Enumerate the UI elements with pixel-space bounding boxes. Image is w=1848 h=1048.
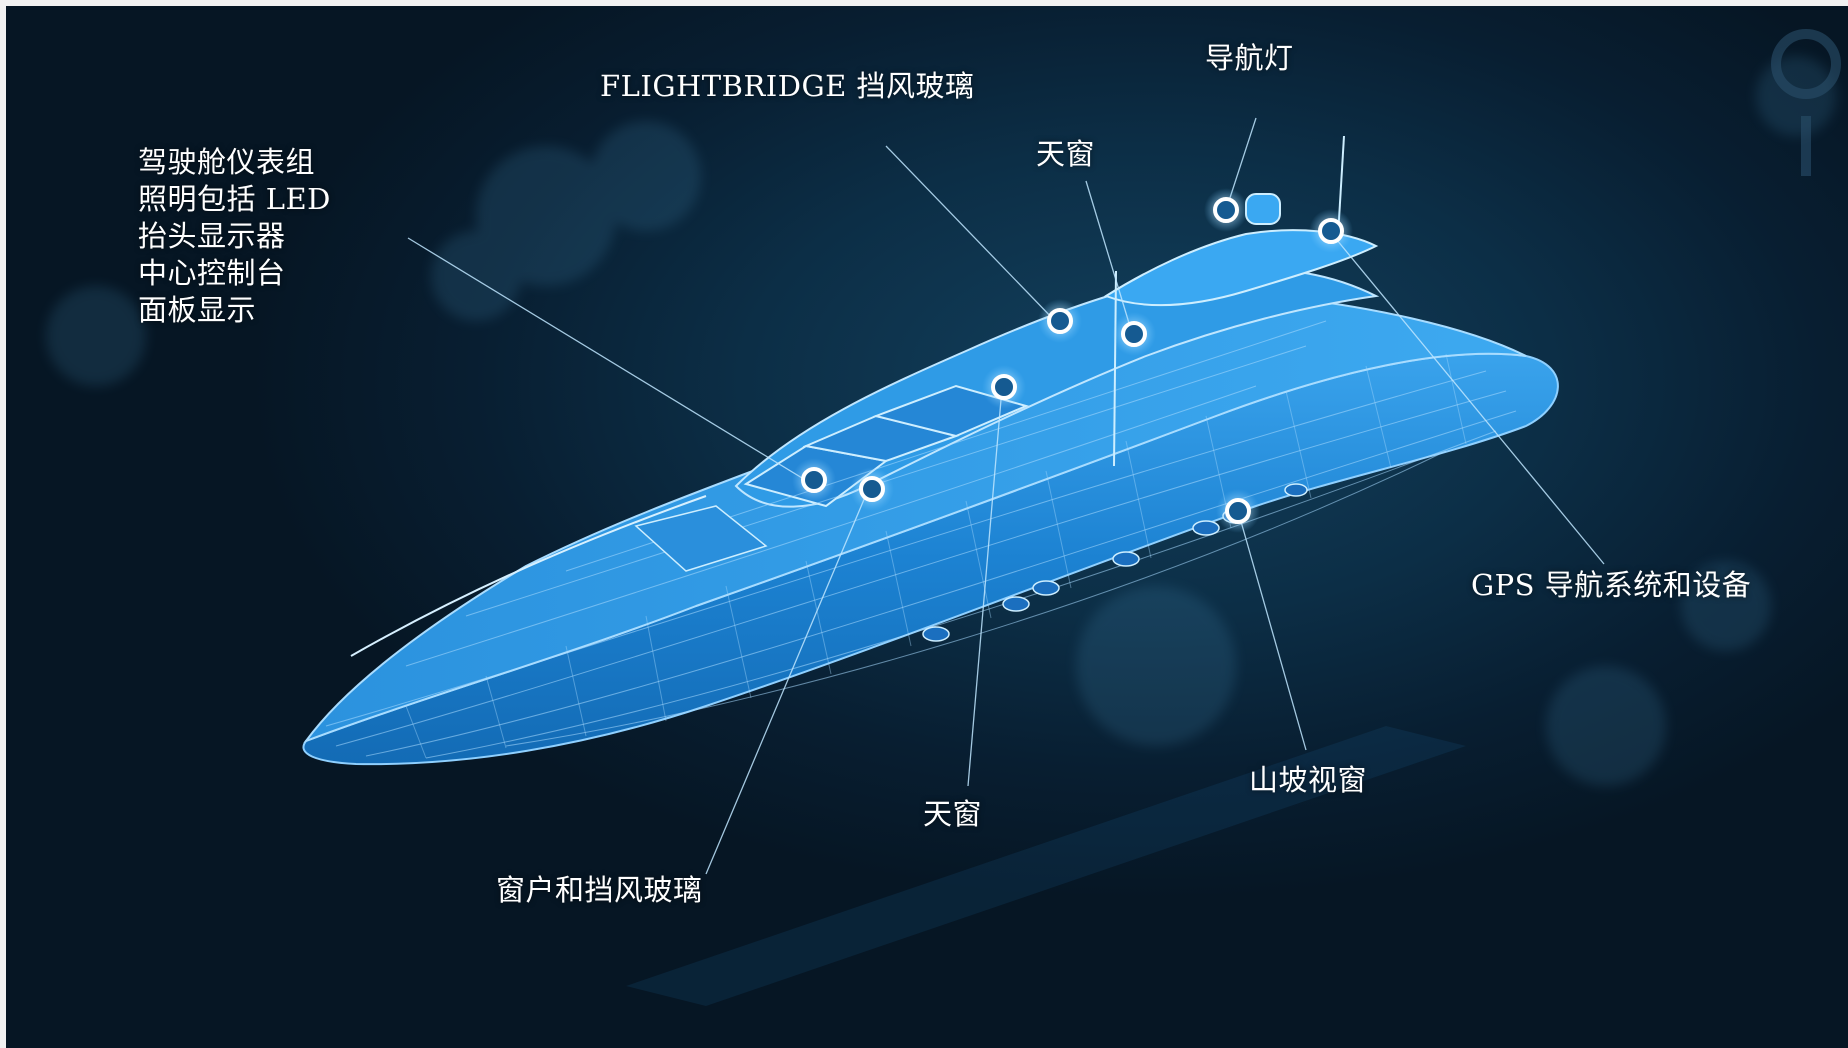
background-decoration [46, 56, 1836, 786]
leader-cockpit [407, 237, 808, 482]
diagram-canvas: 驾驶舱仪表组 照明包括 LED 抬头显示器 中心控制台 面板显示 FLIGHTB… [6, 6, 1848, 1048]
yacht-deck [303, 294, 1527, 744]
label-skylight-top: 天窗 [1036, 137, 1096, 171]
label-flightbridge-windshield: FLIGHTBRIDGE 挡风玻璃 [600, 69, 975, 103]
hotspot-windows[interactable] [850, 467, 894, 511]
yacht-flybridge [1103, 229, 1379, 307]
key-icon [1771, 29, 1841, 176]
hotspot-hill-window[interactable] [1216, 489, 1260, 533]
label-line: 照明包括 LED [138, 182, 331, 216]
hotspot-cockpit[interactable] [792, 458, 836, 502]
hotspots [792, 188, 1353, 533]
label-line: 面板显示 [138, 293, 257, 327]
label-nav-light: 导航灯 [1205, 41, 1294, 75]
portholes [922, 483, 1308, 642]
leader-skylight-bottom [967, 387, 1003, 787]
label-gps-system: GPS 导航系统和设备 [1471, 568, 1752, 602]
deck-railing [350, 495, 707, 657]
foredeck-seating [634, 505, 768, 572]
leader-windows [705, 489, 869, 875]
hotspot-nav-light[interactable] [1204, 188, 1248, 232]
label-line: 驾驶舱仪表组 [138, 145, 316, 179]
label-line: 中心控制台 [138, 256, 286, 290]
leader-flightbridge [885, 145, 1057, 323]
wireframe-ribs [405, 353, 1467, 759]
yacht-illustration [46, 29, 1841, 1006]
leader-lines [407, 117, 1605, 875]
hotspot-skylight-bottom[interactable] [982, 365, 1026, 409]
leader-skylight-top [1085, 180, 1133, 334]
label-cockpit-instruments: 驾驶舱仪表组 照明包括 LED 抬头显示器 中心控制台 面板显示 [138, 144, 331, 329]
label-line: 抬头显示器 [138, 219, 286, 253]
label-windows-windshield: 窗户和挡风玻璃 [496, 873, 703, 907]
leader-hill-window [1237, 510, 1307, 751]
leader-gps [1331, 233, 1605, 565]
hotspot-skylight-top[interactable] [1112, 312, 1156, 356]
hotspot-gps[interactable] [1309, 209, 1353, 253]
label-skylight-bottom: 天窗 [923, 797, 983, 831]
hull-reflection [626, 726, 1466, 1006]
label-hill-window: 山坡视窗 [1249, 763, 1368, 797]
hotspot-flightbridge[interactable] [1038, 299, 1082, 343]
